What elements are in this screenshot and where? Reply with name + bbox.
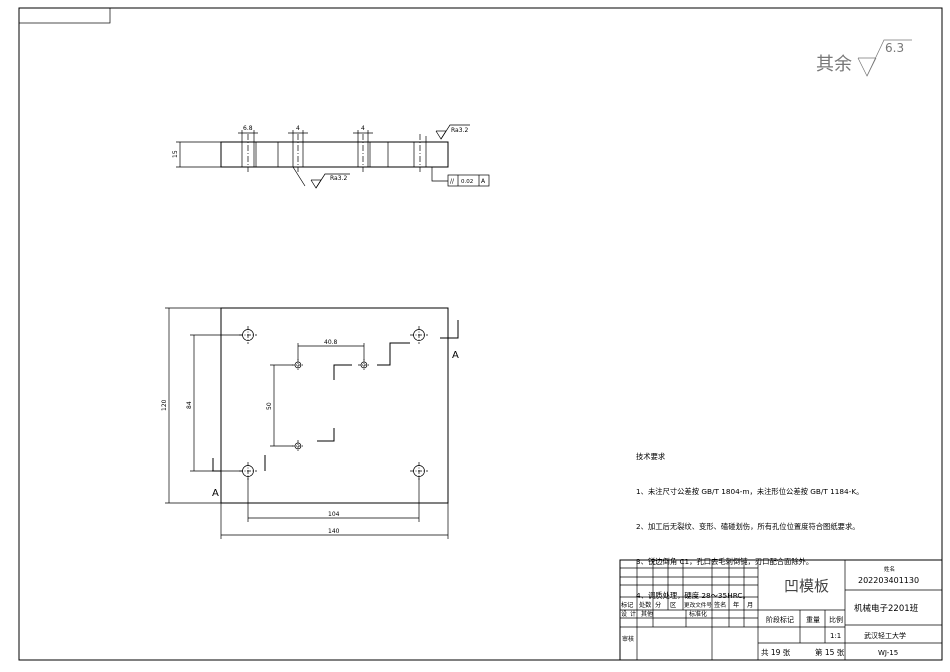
svg-text:202203401130: 202203401130: [858, 576, 919, 585]
svg-text:A: A: [212, 488, 219, 499]
svg-text:其余: 其余: [816, 54, 852, 75]
svg-text:140: 140: [328, 528, 340, 535]
svg-text:设: 设: [621, 610, 627, 618]
svg-text:0.02: 0.02: [461, 179, 473, 185]
svg-text:6.3: 6.3: [885, 41, 904, 55]
tech-item-2: 2、加工后无裂纹、变形、磕碰划伤，所有孔位位置度符合图纸要求。: [636, 521, 860, 531]
svg-text:40.8: 40.8: [324, 339, 338, 346]
svg-text:签名: 签名: [714, 601, 726, 609]
title-block: 标记 处数 分 区 更改文件号 签名 年 月 设 计 其他 标准化 审核 凹模板…: [619, 559, 943, 661]
svg-text:年: 年: [733, 601, 739, 609]
svg-text:84: 84: [186, 401, 193, 409]
section-view: 6.8 4 4 15 Ra3.2 Ra3.2 // 0.02 A: [172, 124, 490, 189]
tech-title: 技术要求: [636, 452, 666, 462]
svg-text:凹模板: 凹模板: [784, 577, 829, 595]
inner-holes: [292, 359, 370, 452]
tech-item-3: 3、锐边倒角 C1，孔口去毛刺倒钝，刃口配合面除外。: [636, 556, 814, 566]
svg-text:计: 计: [630, 610, 636, 618]
svg-text://: //: [450, 178, 455, 185]
svg-text:15: 15: [172, 150, 179, 158]
svg-text:标记: 标记: [621, 601, 633, 609]
svg-text:月: 月: [747, 602, 753, 609]
svg-text:120: 120: [161, 399, 168, 411]
corner-box: [18, 7, 111, 24]
svg-text:104: 104: [328, 511, 340, 518]
svg-text:机械电子2201班: 机械电子2201班: [854, 603, 919, 614]
svg-text:6.8: 6.8: [243, 125, 253, 132]
svg-text:第 15 张: 第 15 张: [815, 647, 845, 657]
svg-text:WJ-15: WJ-15: [878, 649, 898, 657]
svg-text:1:1: 1:1: [830, 632, 841, 640]
svg-text:标准化: 标准化: [689, 610, 707, 618]
svg-text:50: 50: [266, 402, 273, 410]
tech-item-1: 1、未注尺寸公差按 GB/T 1804-m，未注形位公差按 GB/T 1184-…: [636, 486, 864, 496]
svg-text:武汉轻工大学: 武汉轻工大学: [864, 631, 906, 640]
svg-text:姓名: 姓名: [884, 565, 895, 573]
svg-text:重量: 重量: [806, 616, 820, 624]
svg-text:4: 4: [361, 125, 365, 132]
drawing-frame: [18, 7, 943, 661]
svg-text:更改文件号: 更改文件号: [684, 601, 712, 609]
svg-text:处数: 处数: [639, 601, 652, 609]
svg-text:阶段标记: 阶段标记: [766, 615, 794, 624]
plan-view: A A 40.8 50 84 120 104 140: [161, 307, 459, 539]
svg-text:共 19 张: 共 19 张: [761, 648, 791, 657]
svg-text:区: 区: [670, 602, 676, 609]
technical-requirements: 技术要求 1、未注尺寸公差按 GB/T 1804-m，未注形位公差按 GB/T …: [636, 428, 863, 614]
svg-text:Ra3.2: Ra3.2: [451, 127, 468, 134]
tech-item-4: 4、调质处理，硬度 28～35HRC。: [636, 591, 750, 601]
svg-text:其他: 其他: [641, 610, 653, 618]
svg-text:审核: 审核: [622, 635, 634, 643]
svg-text:分: 分: [655, 601, 661, 609]
svg-text:A: A: [481, 178, 486, 185]
svg-text:Ra3.2: Ra3.2: [330, 175, 347, 182]
svg-text:比例: 比例: [829, 615, 843, 624]
general-roughness-note: 其余 6.3: [816, 39, 912, 77]
svg-text:A: A: [452, 350, 459, 361]
svg-text:4: 4: [296, 125, 300, 132]
